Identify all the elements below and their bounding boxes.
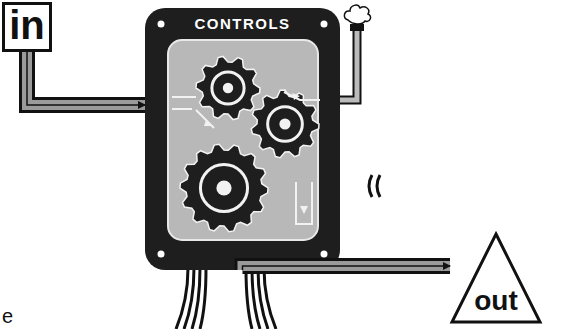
- screws: [158, 21, 328, 258]
- stray-letter: e: [2, 306, 13, 326]
- control-machine: CONTROLS: [145, 8, 340, 270]
- pipe-connector: [27, 52, 145, 105]
- machine-legs: [176, 268, 276, 329]
- gear: [196, 56, 260, 119]
- steam-pipe-outline: [338, 30, 357, 100]
- inner-arrow: [204, 120, 212, 126]
- node-text: out: [474, 287, 518, 324]
- inner-arrow: [300, 206, 308, 214]
- output-triangle: out: [450, 232, 542, 324]
- steam-pipe: [338, 30, 357, 100]
- steam-nozzle: [350, 24, 364, 31]
- machine-housing: [145, 8, 340, 270]
- gear-hub: [216, 180, 231, 195]
- gear-ring: [212, 72, 244, 104]
- inner-arrow: [292, 93, 300, 100]
- inner-panel: [168, 40, 318, 240]
- gear-hub: [223, 83, 233, 93]
- node-text: in: [9, 5, 45, 45]
- inner-pipes: [172, 92, 320, 224]
- gear-hub: [279, 118, 290, 129]
- gear: [180, 144, 268, 231]
- gear: [251, 90, 319, 158]
- gears: [180, 56, 319, 231]
- gear-ring: [200, 164, 247, 211]
- gear-ring: [268, 107, 303, 142]
- steam-puff: [344, 5, 370, 24]
- input-box: in: [2, 2, 52, 52]
- pipe-connector: [243, 266, 451, 270]
- node-text: CONTROLS: [194, 16, 290, 33]
- pipe-coupling: [369, 175, 380, 197]
